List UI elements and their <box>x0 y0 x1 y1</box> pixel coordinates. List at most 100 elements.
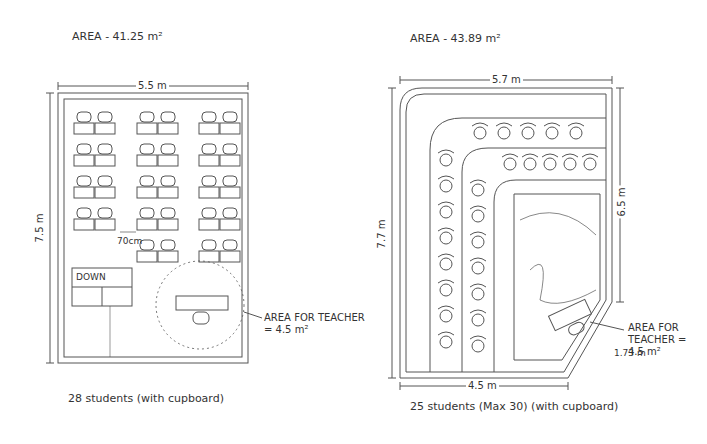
chair <box>98 144 112 154</box>
student-desk <box>199 208 219 230</box>
chair <box>440 180 452 192</box>
desk <box>95 187 115 198</box>
tick <box>388 378 396 379</box>
chair <box>440 336 452 348</box>
teacher-area <box>156 261 244 349</box>
desk <box>199 187 219 198</box>
student-seat <box>438 280 454 296</box>
student-seat <box>438 150 454 166</box>
chair <box>202 144 216 154</box>
student-seat <box>582 154 598 170</box>
student-seat <box>470 336 486 352</box>
student-desk <box>74 176 94 198</box>
chair <box>161 144 175 154</box>
desk-arc <box>438 202 454 205</box>
student-desk <box>74 112 94 134</box>
outer-wall <box>400 88 612 378</box>
right-room <box>388 76 624 390</box>
student-desk <box>220 112 240 134</box>
desk <box>137 219 157 230</box>
desk-arc <box>502 154 518 157</box>
teacher-area-note: AREA FOR TEACHER = 4.5 m² <box>264 312 374 336</box>
desk-arc <box>438 176 454 179</box>
student-desk <box>137 176 157 198</box>
chair <box>472 314 484 326</box>
desk <box>199 155 219 166</box>
student-desk <box>158 240 178 262</box>
caption: 28 students (with cupboard) <box>68 392 224 405</box>
desk-arc <box>472 123 488 126</box>
chair <box>472 184 484 196</box>
chair <box>77 144 91 154</box>
chair <box>161 208 175 218</box>
area-heading: AREA - 43.89 m² <box>410 32 501 45</box>
chair <box>140 144 154 154</box>
tier-line <box>494 180 606 372</box>
desk-arc <box>438 332 454 335</box>
chair <box>161 112 175 122</box>
chair <box>202 208 216 218</box>
student-seat <box>470 206 486 222</box>
desk <box>74 155 94 166</box>
tick <box>248 82 249 90</box>
dimension: 7.7 m <box>376 218 388 251</box>
desk <box>74 187 94 198</box>
student-desk <box>199 240 219 262</box>
student-seat <box>568 123 584 139</box>
chair <box>77 112 91 122</box>
desk-arc <box>470 232 486 235</box>
tick <box>400 382 401 390</box>
chair <box>498 127 510 139</box>
chair <box>140 176 154 186</box>
student-desk <box>199 144 219 166</box>
student-desk <box>137 144 157 166</box>
chair <box>440 154 452 166</box>
dimension: 7.5 m <box>34 212 46 245</box>
seat-group <box>438 123 598 352</box>
desk <box>158 187 178 198</box>
tick <box>58 82 59 90</box>
desk-group <box>74 112 240 262</box>
chair <box>544 158 556 170</box>
tick <box>400 76 401 84</box>
desk-arc <box>520 123 536 126</box>
chair <box>440 206 452 218</box>
desk-arc <box>568 123 584 126</box>
cupboard <box>72 268 132 306</box>
student-desk <box>199 112 219 134</box>
desk <box>220 219 240 230</box>
desk <box>220 251 240 262</box>
area-heading: AREA - 41.25 m² <box>72 30 163 43</box>
desk-arc <box>542 154 558 157</box>
desk <box>95 155 115 166</box>
student-seat <box>438 228 454 244</box>
desk <box>137 187 157 198</box>
outer-wall <box>58 93 248 363</box>
student-desk <box>199 176 219 198</box>
tier-line <box>430 118 606 372</box>
chair <box>77 176 91 186</box>
desk <box>95 123 115 134</box>
left-room <box>46 82 262 363</box>
inner-wall <box>64 99 242 357</box>
teacher-desk <box>548 299 596 341</box>
student-seat <box>438 306 454 322</box>
desk <box>158 123 178 134</box>
chair <box>202 176 216 186</box>
desk-arc <box>522 154 538 157</box>
desk-arc <box>470 258 486 261</box>
student-desk <box>137 112 157 134</box>
student-seat <box>470 310 486 326</box>
chair <box>223 176 237 186</box>
chair <box>524 158 536 170</box>
tier-line <box>462 148 606 372</box>
chair <box>472 288 484 300</box>
leader-line <box>244 312 262 318</box>
desk <box>158 155 178 166</box>
teacher-chair <box>193 312 209 324</box>
desk-arc <box>438 280 454 283</box>
desk-arc <box>438 306 454 309</box>
desk-arc <box>470 284 486 287</box>
floor-shape <box>520 213 596 304</box>
student-desk <box>74 144 94 166</box>
